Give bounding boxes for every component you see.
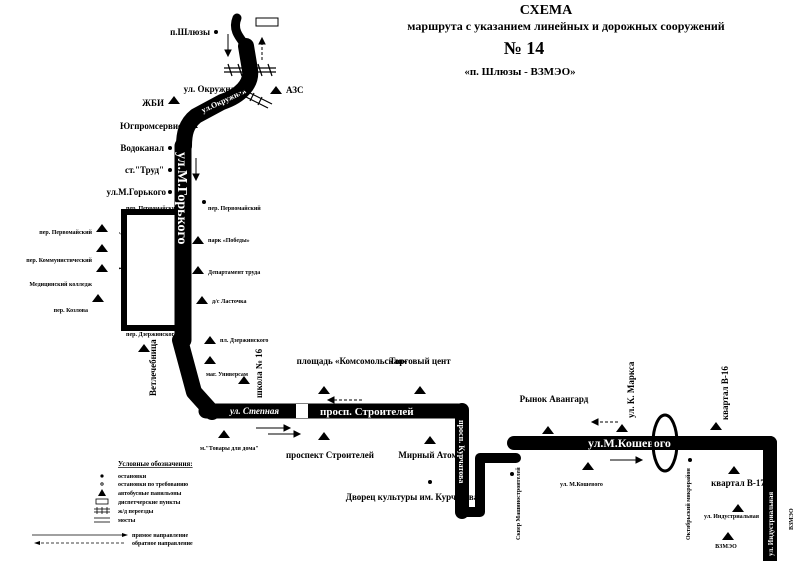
stop-prospekt-stroiteley: проспект Строителей (286, 450, 374, 460)
roundabout-ring (651, 413, 679, 473)
legend-item-forward: прямое направление (132, 533, 188, 539)
street-label-stroiteley: просп. Строителей (320, 406, 414, 418)
street-label-koshevogo: ул.М.Кошевого (588, 436, 671, 450)
stop-shlyuzy: п.Шлюзы (170, 27, 210, 37)
stop-skver-mashinostroiteley: Сквер Машиностроителей (515, 467, 522, 540)
legend: Условные обозначения: остановки остановк… (32, 460, 193, 547)
stop-ul-k-marksa: ул. К. Маркса (626, 361, 636, 418)
stop-tovary-dlya-doma: м."Товары для дома" (200, 446, 259, 452)
street-label-pionerskaya: ул. Пионерская (119, 232, 128, 289)
stop-mag-universam: маг. Универсам (206, 372, 248, 378)
stop-vzmeo-left: ВЗМЭО (715, 544, 737, 550)
legend-item-bridges: мосты (118, 518, 136, 524)
stop-kvartal-v17: квартал В-17 (711, 478, 765, 488)
street-label-gorkogo: ул.М.Горького (174, 152, 189, 244)
dispatcher-point-icon (255, 17, 279, 27)
stop-shkola16: школа № 16 (254, 348, 264, 398)
legend-item-dispatch: диспетчерские пункты (118, 500, 181, 506)
stop-azs: АЗС (286, 85, 304, 95)
route-number: № 14 (504, 38, 545, 58)
legend-item-stops: остановки (118, 474, 147, 480)
stop-markers (92, 30, 744, 540)
stop-okruzhnaya: ул. Окружная (184, 84, 240, 94)
stop-park-pobedy: парк «Победы» (208, 237, 250, 244)
legend-item-pavilions: автобусные павильоны (118, 490, 182, 497)
header-title: СХЕМА (520, 3, 573, 18)
legend-item-railway: ж/д переезды (118, 509, 154, 515)
legend-item-request-stops: остановки по требованию (118, 481, 189, 488)
stop-per-kommunistichesky: пер. Коммунистический (26, 257, 92, 264)
street-label-stepnaya: ул. Степная (229, 406, 279, 416)
stop-per-kozlova: пер. Козлова (54, 308, 88, 314)
stop-vodokanal: Водоканал (120, 143, 164, 153)
stop-yugtpromservis: Югпромсервис (120, 121, 182, 131)
street-label-industrialnaya: ул. Индустриальная (767, 492, 775, 556)
header-subtitle: маршрута с указанием линейных и дорожных… (407, 19, 724, 33)
road-divider (296, 404, 308, 418)
stop-torgovy-tsentr: Торговый цент (389, 356, 451, 366)
stop-ploshchad-komsomolskaya: площадь «Комсомольская» (297, 356, 408, 366)
route-road (172, 13, 777, 561)
stop-ul-gorkogo: ул.М.Горького (107, 187, 167, 197)
stop-vzmeo-right: ВЗМЭО (789, 508, 795, 530)
stop-ul-industrialnaya: ул. Индустриальная (704, 514, 760, 520)
direction-arrows (192, 34, 644, 464)
stop-dvorets-kultury: Дворец культуры им. Курчатова (346, 492, 479, 502)
stop-ul-m-koshevogo: ул. М.Кошевого (560, 482, 603, 488)
stop-ds-lastochka: д/с Ласточка (212, 299, 246, 305)
stop-per-pervomaysky-right: пер. Первомайский (208, 205, 261, 212)
street-label-per-dzerzhinskogo: пер. Дзержинского (126, 332, 177, 338)
stop-rynok-avangard: Рынок Авангард (520, 394, 589, 404)
street-label-per-pervomaysky: пер. Первомайский (126, 205, 179, 212)
stop-zhbi: ЖБИ (142, 98, 164, 108)
stop-departament-truda: Департамент труда (208, 270, 260, 276)
route-name: «п. Шлюзы - ВЗМЭО» (464, 66, 575, 78)
stop-med-college: Медицинский колледж (29, 281, 92, 288)
stop-pl-dzerzhinskogo: пл. Дзержинского (220, 338, 268, 344)
stop-st-trud: ст."Труд" (125, 165, 164, 175)
stop-per-pervomaysky-left: пер. Первомайский (39, 229, 92, 236)
pionerskaya-loop (121, 209, 176, 331)
street-label-kurchatova: просп. Курчатова (457, 420, 466, 483)
stop-mirny-atom: Мирный Атом (398, 450, 457, 460)
legend-item-reverse: обратное направление (132, 540, 193, 547)
stop-vetlechebnitsa: Ветлечебница (148, 339, 158, 396)
stop-oktyabrsky-mikrorayon: Октябрьский микрорайон (685, 468, 692, 540)
stop-kvartal-v16: квартал В-16 (720, 366, 730, 420)
legend-title: Условные обозначения: (118, 460, 193, 468)
